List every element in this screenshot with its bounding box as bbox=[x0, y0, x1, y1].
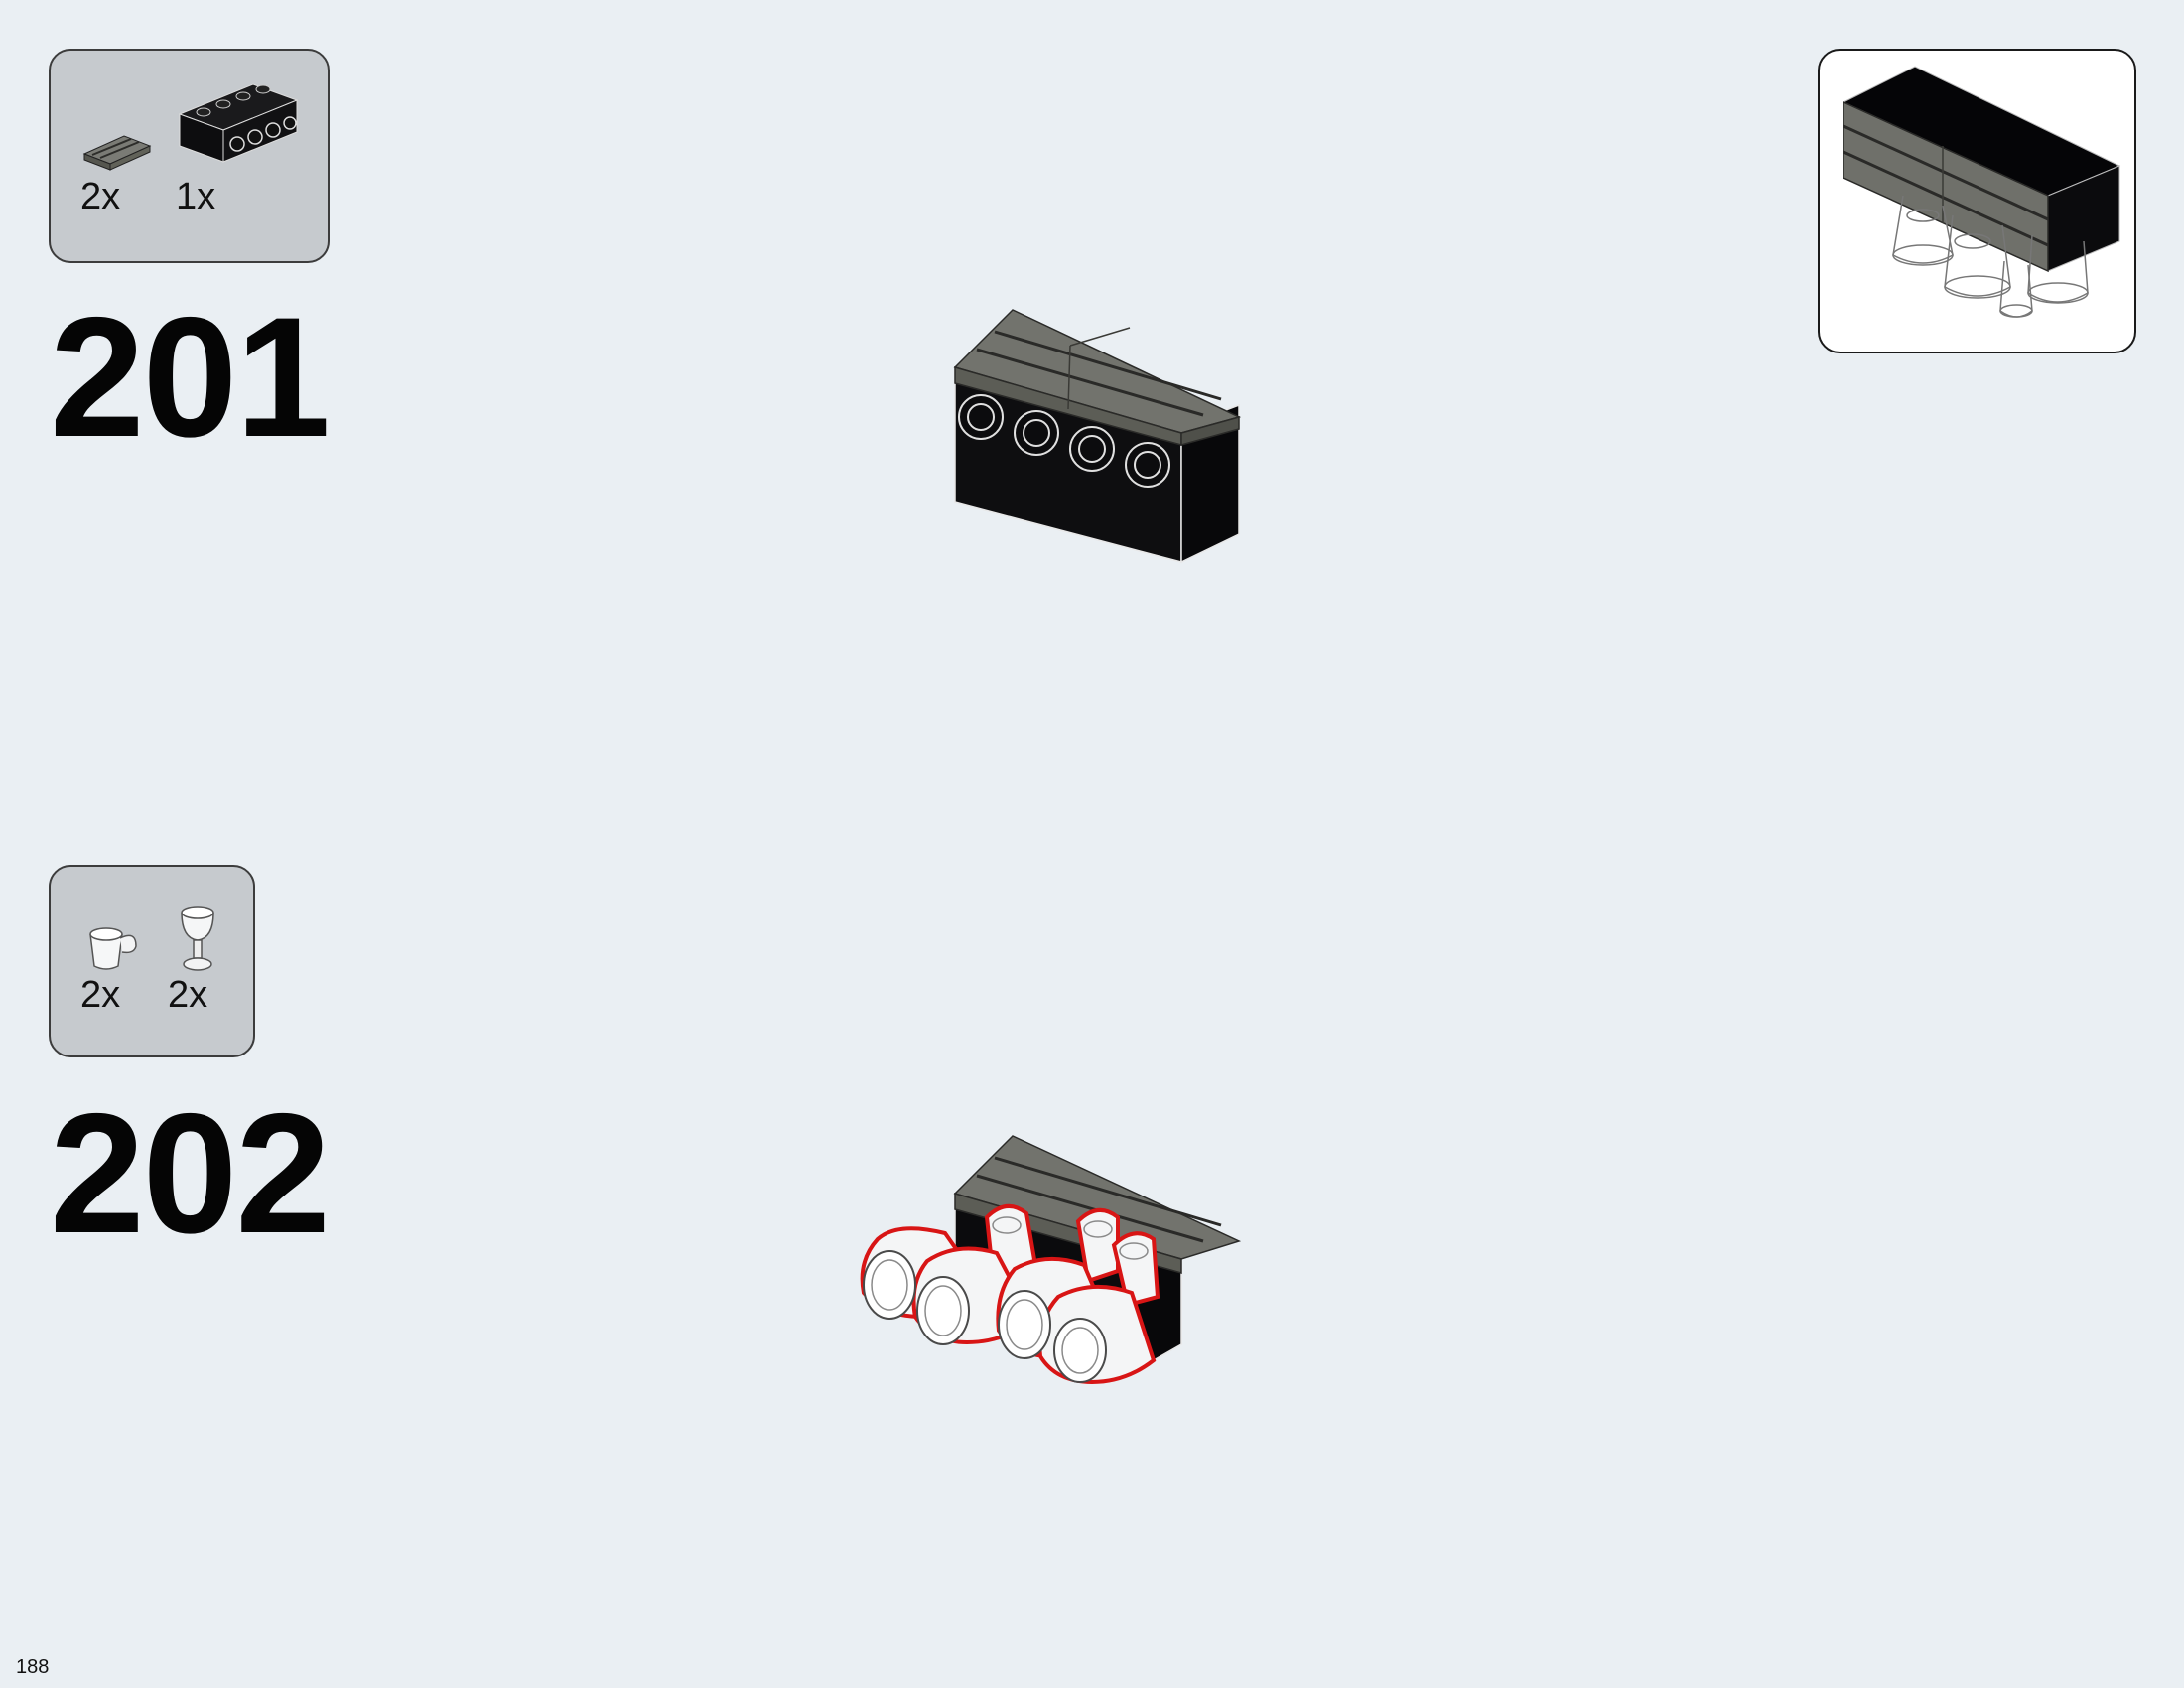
step-202-assembly-illustration bbox=[860, 1135, 1242, 1385]
preview-assembly-illustration bbox=[1842, 66, 2121, 318]
step-202-part-1-qty: 2x bbox=[80, 974, 121, 1016]
step-202-number: 202 bbox=[50, 1078, 331, 1269]
page-number: 188 bbox=[16, 1656, 50, 1678]
step-201-part-2-qty: 1x bbox=[176, 176, 216, 217]
dark-gray-grille-tile-icon bbox=[82, 135, 152, 171]
step-201-assembly-illustration bbox=[953, 309, 1242, 564]
step-202-parts-list: 2x 2x bbox=[49, 865, 255, 1057]
step-201-number: 201 bbox=[50, 282, 331, 473]
step-201-parts-list: 2x 1x bbox=[49, 49, 330, 263]
step-202-part-2-qty: 2x bbox=[168, 974, 208, 1016]
preview-panel bbox=[1818, 49, 2136, 353]
trans-clear-cup-with-handle-icon bbox=[89, 927, 137, 970]
black-brick-with-studs-on-side-icon bbox=[178, 83, 299, 163]
step-201-part-1-qty: 2x bbox=[80, 176, 121, 217]
trans-clear-goblet-icon bbox=[181, 906, 214, 971]
